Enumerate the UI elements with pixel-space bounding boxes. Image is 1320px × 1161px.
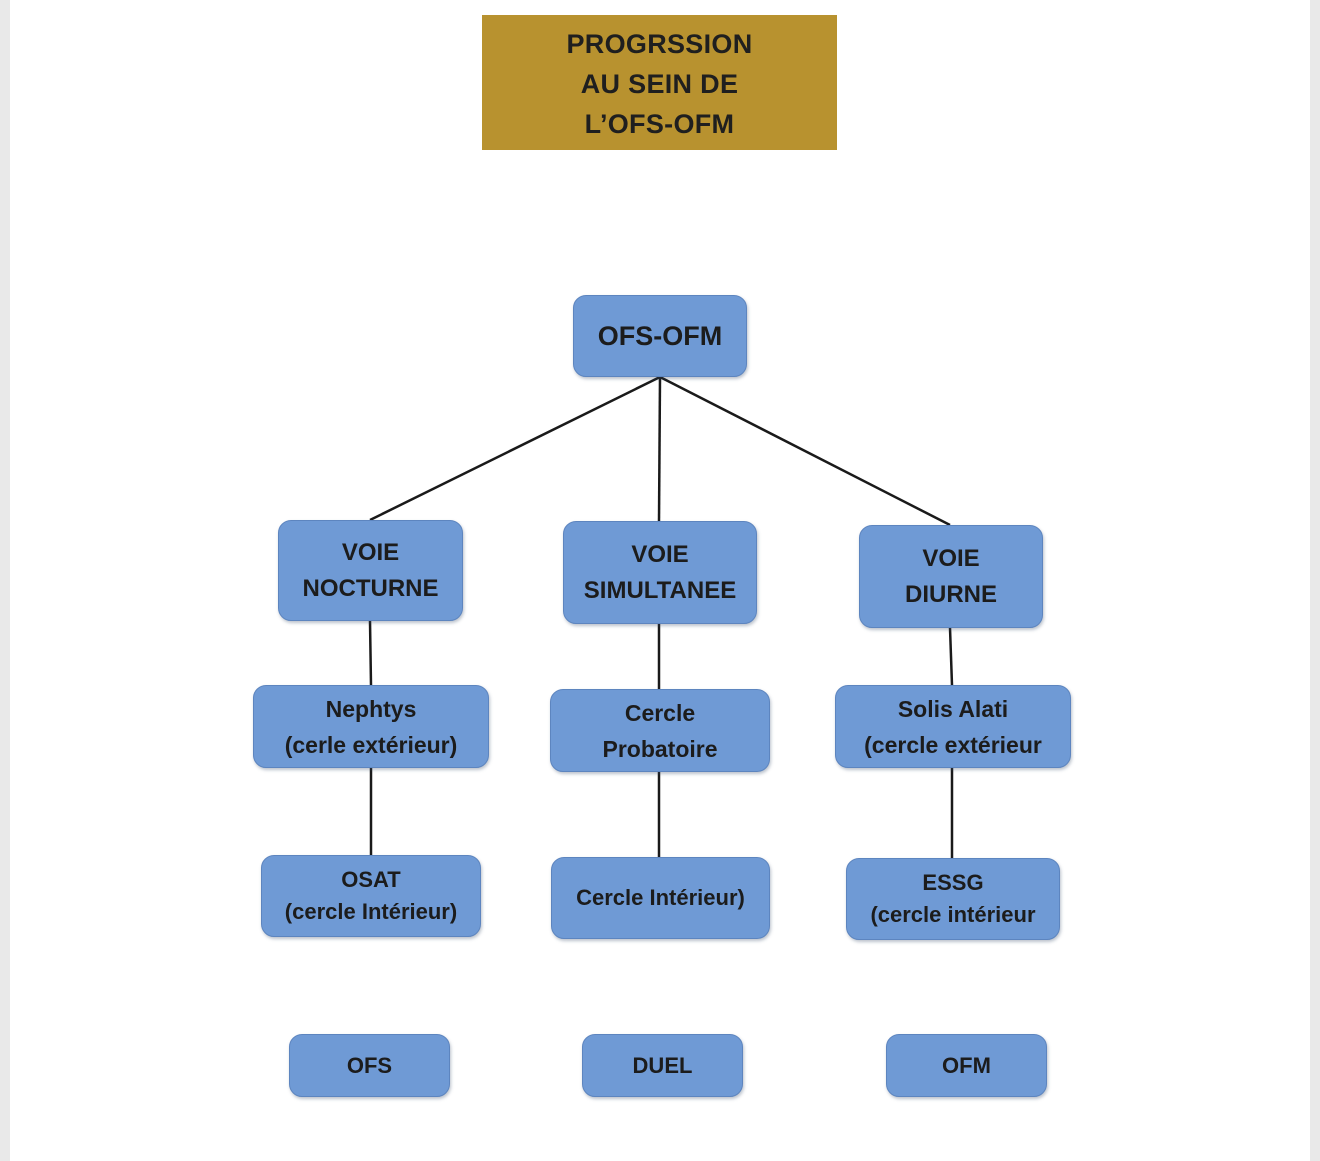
title-line-2: AU SEIN DE — [580, 68, 739, 99]
node-label: (cercle extérieur — [864, 731, 1042, 758]
node-label: NOCTURNE — [302, 574, 439, 602]
node-label: OFS — [346, 1052, 393, 1078]
node-osat: OSAT (cercle Intérieur) — [261, 855, 481, 937]
title-line-3: L’OFS-OFM — [584, 108, 735, 139]
node-voie-diurne: VOIE DIURNE — [859, 525, 1043, 628]
node-cercle-interieur: Cercle Intérieur) — [551, 857, 770, 939]
connector-diurne-to-solis-alati — [948, 627, 954, 686]
node-label: Cercle Intérieur) — [576, 885, 745, 910]
node-label: (cercle Intérieur) — [284, 899, 458, 924]
node-voie-nocturne: VOIE NOCTURNE — [278, 520, 463, 621]
node-root-ofs-ofm: OFS-OFM — [573, 295, 747, 377]
node-label: OFM — [942, 1052, 991, 1078]
node-label: VOIE — [631, 540, 689, 568]
connector-root-to-voie-simultanee — [657, 376, 662, 522]
node-label: DIURNE — [904, 580, 997, 608]
title-line-1: PROGRSSION — [566, 28, 753, 59]
node-solis-alati: Solis Alati (cercle extérieur — [835, 685, 1071, 768]
node-label: SIMULTANEE — [583, 576, 737, 604]
node-ofs: OFS — [289, 1034, 450, 1097]
node-duel: DUEL — [582, 1034, 743, 1097]
node-label: DUEL — [632, 1052, 693, 1078]
connector-nocturne-to-nephtys — [368, 620, 373, 686]
node-label: VOIE — [341, 538, 400, 566]
node-voie-simultanee: VOIE SIMULTANEE — [563, 521, 757, 624]
node-label: ESSG — [922, 870, 984, 895]
connector-root-to-voie-diurne — [659, 375, 951, 527]
node-ofm: OFM — [886, 1034, 1047, 1097]
node-cercle-probatoire: Cercle Probatoire — [550, 689, 770, 772]
node-label: (cercle intérieur — [870, 902, 1036, 927]
node-label: Solis Alati — [897, 695, 1009, 722]
node-label: Probatoire — [602, 735, 718, 762]
node-label: (cerle extérieur) — [284, 731, 458, 758]
node-label: VOIE — [922, 544, 980, 572]
node-label: OFS-OFM — [597, 321, 723, 351]
node-label: Nephtys — [325, 695, 417, 722]
connector-root-to-voie-nocturne — [369, 375, 661, 522]
node-nephtys: Nephtys (cerle extérieur) — [253, 685, 489, 768]
node-label: OSAT — [341, 867, 401, 892]
node-essg: ESSG (cercle intérieur — [846, 858, 1060, 940]
diagram-title-box: PROGRSSION AU SEIN DE L’OFS-OFM — [482, 15, 837, 150]
node-label: Cercle — [624, 699, 696, 726]
